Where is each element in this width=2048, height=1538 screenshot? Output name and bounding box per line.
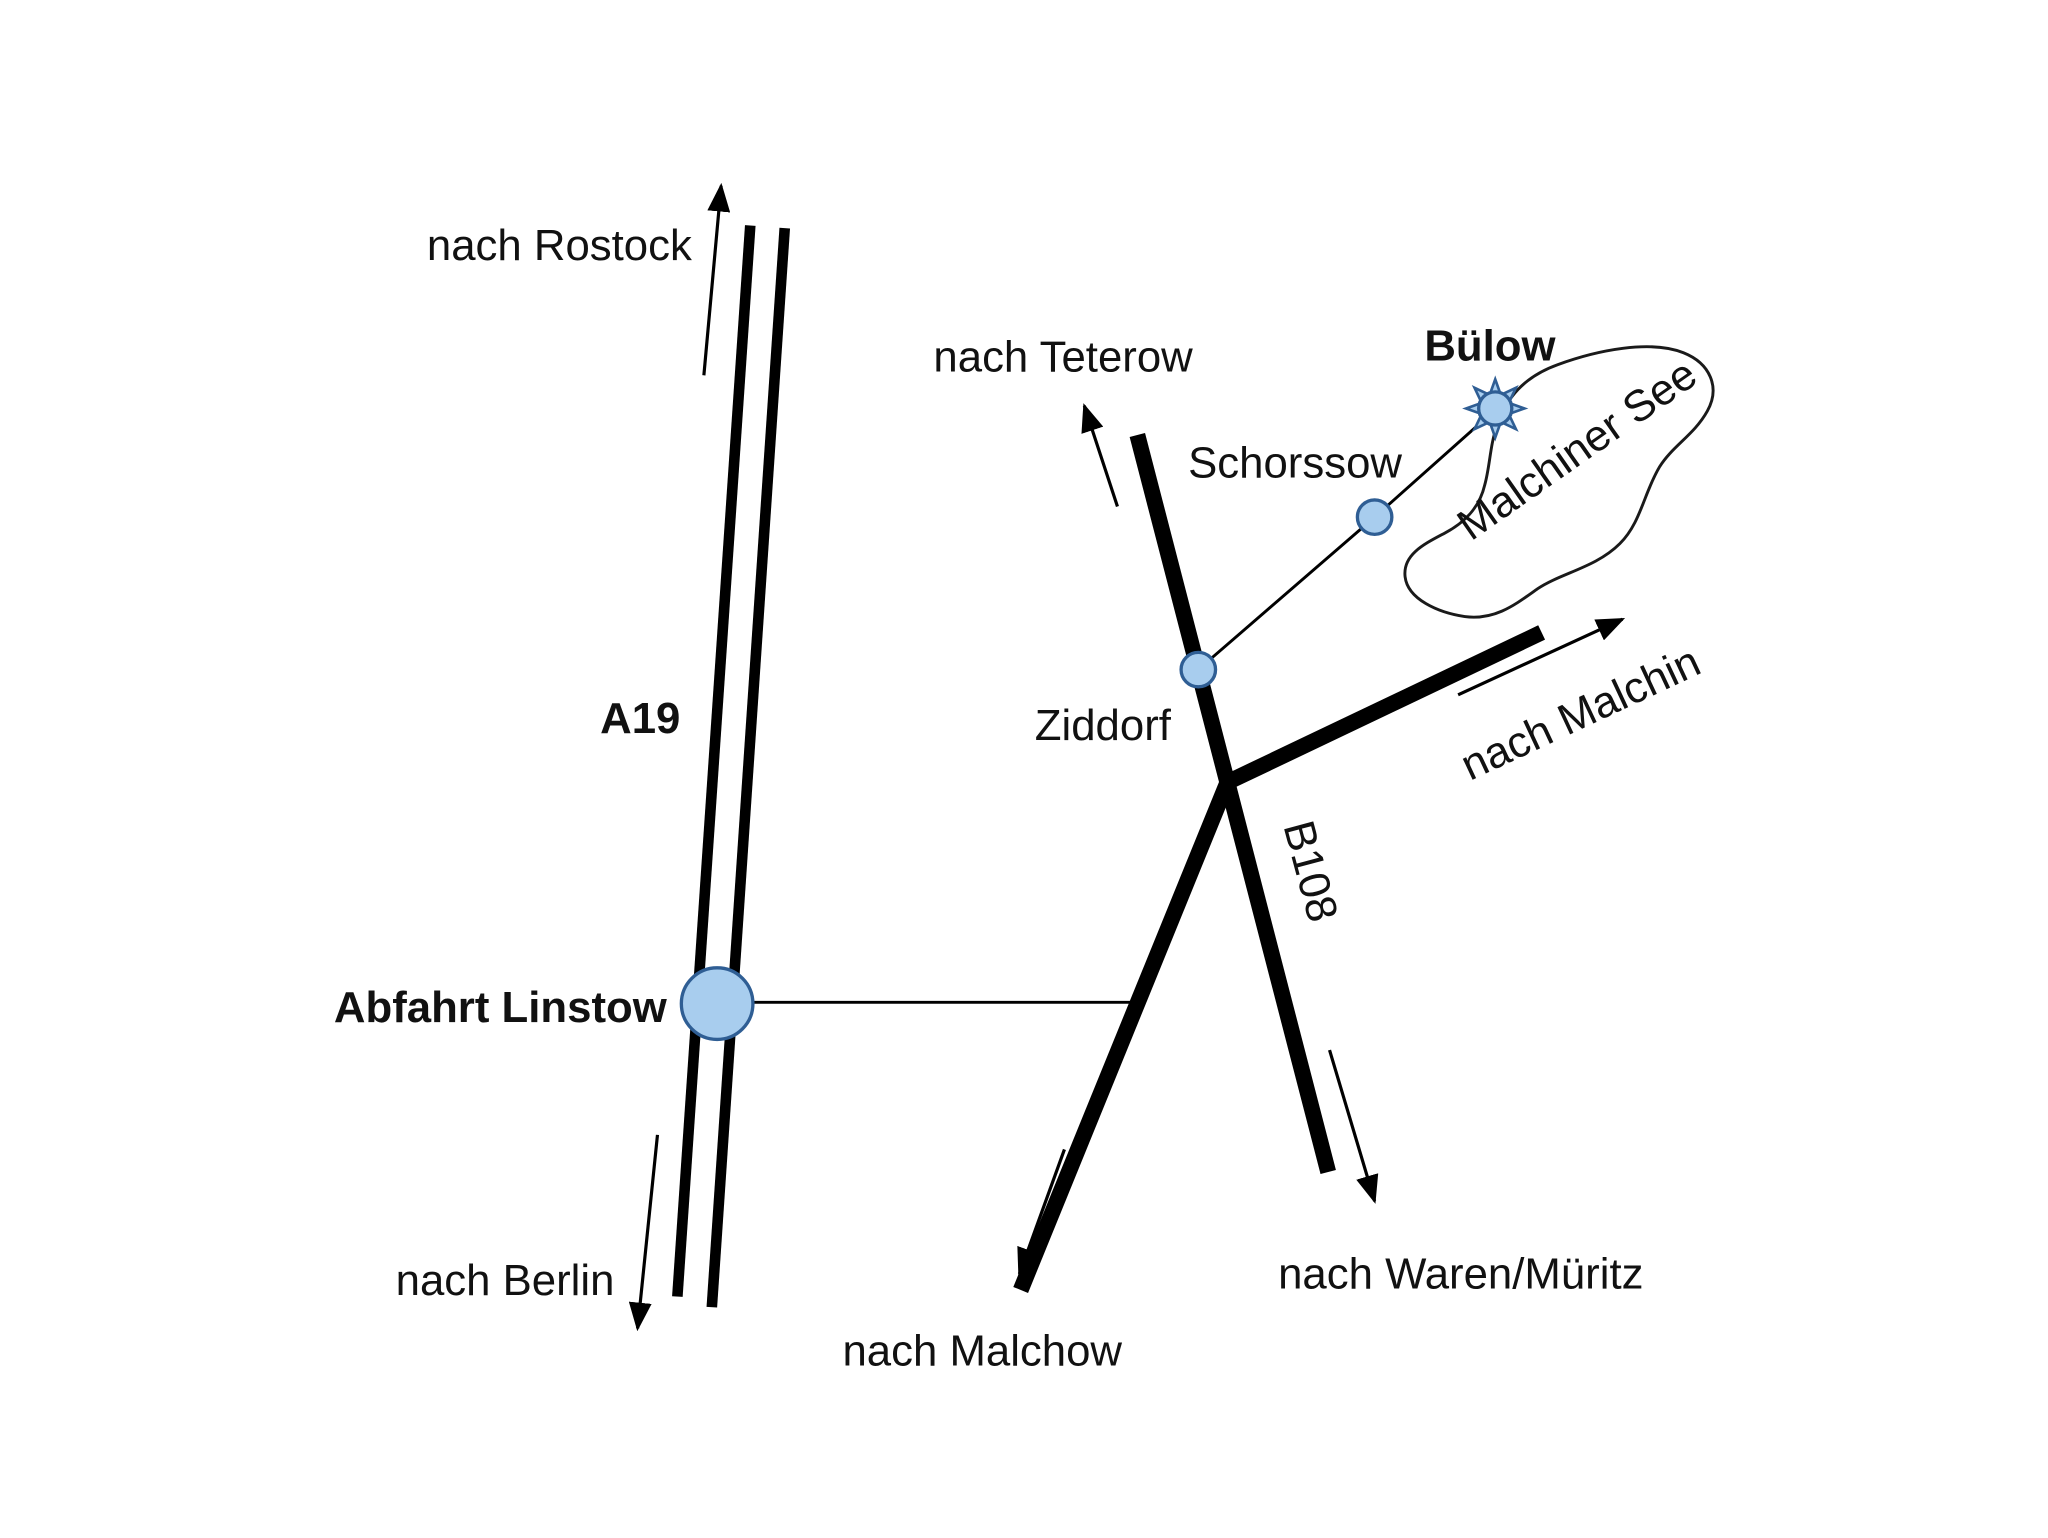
marker-ziddorf [1179, 650, 1218, 689]
label-nach-waren-mueritz: nach Waren/Müritz [1278, 1250, 1643, 1299]
label-schorssow: Schorssow [1188, 438, 1402, 487]
lake-malchiner-see-outline [1403, 345, 1715, 619]
label-nach-rostock: nach Rostock [427, 221, 692, 270]
label-nach-teterow: nach Teterow [933, 332, 1193, 381]
road-to-malchow [1013, 779, 1235, 1293]
label-ziddorf: Ziddorf [1035, 701, 1172, 750]
label-nach-berlin: nach Berlin [396, 1256, 615, 1305]
arrow-berlin-icon [628, 1134, 660, 1332]
label-nach-malchow: nach Malchow [842, 1327, 1122, 1376]
arrow-waren-icon [1328, 1049, 1379, 1204]
highway-a19-left-line [672, 225, 756, 1297]
label-buelow: Bülow [1424, 322, 1556, 371]
arrow-malchin-icon [1457, 617, 1626, 697]
marker-abfahrt-linstow [679, 966, 755, 1042]
label-abfahrt-linstow: Abfahrt Linstow [334, 983, 668, 1032]
road-teterow-waren-b108 [1129, 432, 1336, 1174]
highway-a19-right-line [706, 227, 791, 1308]
label-b108: B108 [1274, 816, 1348, 927]
buelow-sun-icon [1462, 375, 1529, 442]
arrow-rostock-icon [702, 182, 731, 376]
marker-schorssow [1355, 498, 1394, 537]
sun-center [1477, 390, 1514, 427]
arrow-malchow-icon [1017, 1148, 1066, 1277]
road-to-malchin [1224, 625, 1546, 790]
label-a19: A19 [600, 694, 680, 743]
arrow-teterow-icon [1081, 403, 1119, 508]
